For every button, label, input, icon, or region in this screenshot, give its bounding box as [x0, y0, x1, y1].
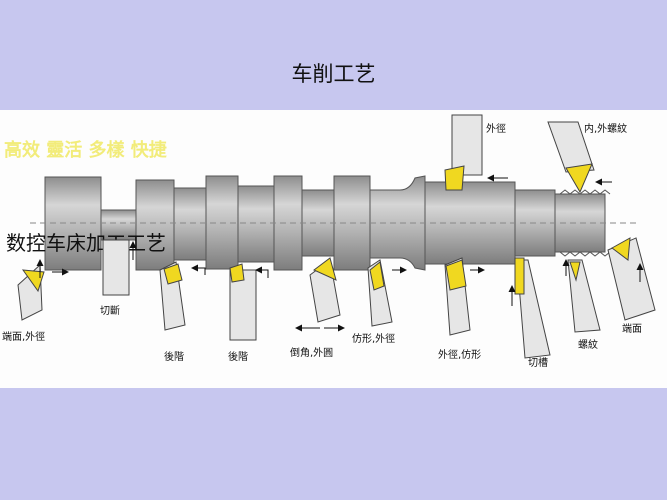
tool-facing [607, 237, 656, 321]
diagram-panel: 高效 靈活 多樣 快捷 数控车床加工工艺 [0, 110, 667, 388]
label-grooving: 切槽 [528, 356, 548, 369]
tool-facing-od [17, 259, 69, 321]
tool-back-step-2 [229, 263, 269, 341]
tool-od-profiling [444, 257, 485, 336]
label-inner-outer-thread: 内,外螺紋 [584, 122, 627, 135]
label-chamfer-od: 倒角,外圓 [290, 347, 333, 359]
label-od-profiling: 外徑,仿形 [438, 348, 481, 361]
label-outer-diameter: 外徑 [486, 122, 506, 135]
slide-title: 车削工艺 [291, 62, 376, 86]
label-back-step-2: 後階 [228, 350, 248, 363]
tool-parting [102, 239, 137, 296]
tool-inner-outer-thread [547, 121, 612, 194]
label-parting: 切斷 [100, 304, 120, 317]
overlay-caption: 数控车床加工工艺 [6, 231, 166, 255]
banner-text: 高效 靈活 多樣 快捷 [4, 139, 168, 161]
tool-back-step-1 [159, 261, 206, 331]
tool-profiling [367, 259, 407, 327]
label-back-step-1: 後階 [164, 350, 184, 363]
workpiece [30, 175, 640, 271]
turning-diagram: 高效 靈活 多樣 快捷 数控车床加工工艺 [2, 114, 656, 369]
label-profiling-od: 仿形,外徑 [352, 332, 395, 345]
tool-grooving [508, 257, 551, 359]
label-threading: 螺紋 [578, 338, 598, 351]
label-facing: 端面 [622, 322, 642, 335]
tool-threading [562, 259, 601, 333]
tool-chamfer [295, 257, 345, 332]
label-facing-od: 端面,外徑 [2, 330, 45, 343]
tool-outer-diameter [444, 114, 508, 191]
